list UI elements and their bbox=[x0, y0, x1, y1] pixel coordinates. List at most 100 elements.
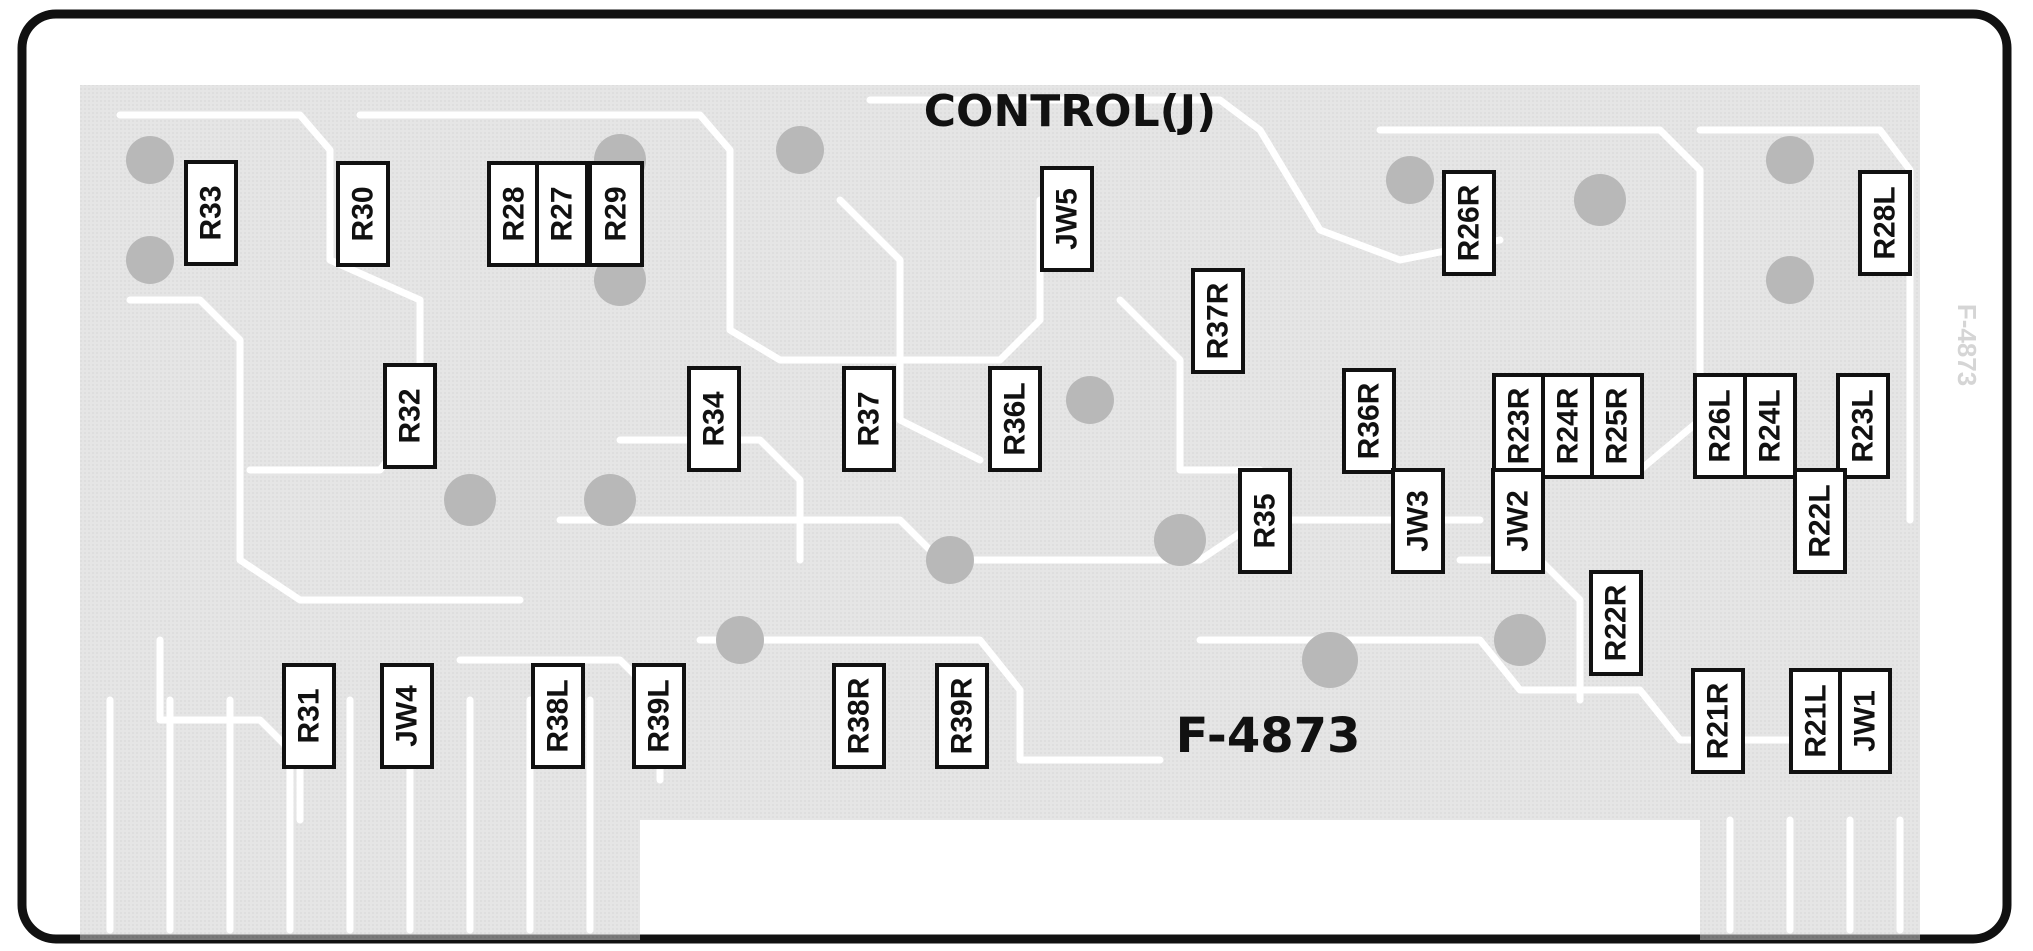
component-label-box bbox=[632, 663, 686, 769]
component-label-r26l: R26L bbox=[1693, 373, 1747, 479]
component-label-box bbox=[535, 161, 589, 267]
component-label-r36l: R36L bbox=[988, 366, 1042, 472]
component-label-box bbox=[383, 363, 437, 469]
component-label-text: R32 bbox=[394, 388, 427, 443]
component-label-text: R38R bbox=[843, 677, 876, 754]
component-label-r24l: R24L bbox=[1743, 373, 1797, 479]
component-label-box bbox=[1342, 368, 1396, 474]
component-label-r37r: R37R bbox=[1191, 268, 1245, 374]
edge-marking: F-4873 bbox=[1952, 304, 1982, 386]
component-label-text: R21R bbox=[1702, 682, 1735, 759]
component-label-r39r: R39R bbox=[935, 663, 989, 769]
component-label-text: R26L bbox=[1704, 389, 1737, 462]
component-label-text: R22L bbox=[1804, 484, 1837, 557]
component-label-text: JW3 bbox=[1402, 490, 1435, 552]
component-label-box bbox=[531, 663, 585, 769]
component-label-jw4: JW4 bbox=[380, 663, 434, 769]
component-label-r28l: R28L bbox=[1858, 170, 1912, 276]
component-label-r32: R32 bbox=[383, 363, 437, 469]
component-label-text: R38L bbox=[542, 679, 575, 752]
component-label-text: R29 bbox=[600, 186, 633, 241]
component-label-text: R36L bbox=[999, 382, 1032, 455]
component-label-jw5: JW5 bbox=[1040, 166, 1094, 272]
component-label-text: JW5 bbox=[1051, 188, 1084, 250]
component-label-text: JW4 bbox=[391, 685, 424, 747]
component-label-text: R24L bbox=[1754, 389, 1787, 462]
component-label-text: JW1 bbox=[1849, 690, 1882, 752]
component-label-box bbox=[1691, 668, 1745, 774]
component-label-box bbox=[1040, 166, 1094, 272]
component-label-r38l: R38L bbox=[531, 663, 585, 769]
component-label-text: JW2 bbox=[1502, 490, 1535, 552]
component-label-box bbox=[1858, 170, 1912, 276]
component-label-box bbox=[935, 663, 989, 769]
component-label-box bbox=[336, 161, 390, 267]
component-label-box bbox=[1693, 373, 1747, 479]
component-label-text: R24R bbox=[1552, 387, 1585, 464]
component-label-box bbox=[842, 366, 896, 472]
component-label-r24r: R24R bbox=[1541, 373, 1595, 479]
component-label-jw2: JW2 bbox=[1491, 468, 1545, 574]
component-label-text: R23R bbox=[1503, 387, 1536, 464]
component-label-text: R30 bbox=[347, 186, 380, 241]
component-label-text: R36R bbox=[1353, 382, 1386, 459]
component-label-text: R28 bbox=[498, 186, 531, 241]
board-title: CONTROL(J) bbox=[924, 86, 1216, 137]
component-label-box bbox=[1836, 373, 1890, 479]
component-label-r31: R31 bbox=[282, 663, 336, 769]
component-label-jw3: JW3 bbox=[1391, 468, 1445, 574]
component-label-text: R28L bbox=[1869, 186, 1902, 259]
component-label-r34: R34 bbox=[687, 366, 741, 472]
component-label-text: R25R bbox=[1601, 387, 1634, 464]
component-label-r33: R33 bbox=[184, 160, 238, 266]
component-label-text: R27 bbox=[546, 186, 579, 241]
component-label-text: R21L bbox=[1800, 684, 1833, 757]
component-label-r25r: R25R bbox=[1590, 373, 1644, 479]
component-label-text: R35 bbox=[1249, 493, 1282, 548]
component-label-box bbox=[1590, 373, 1644, 479]
component-label-r39l: R39L bbox=[632, 663, 686, 769]
component-label-box bbox=[1793, 468, 1847, 574]
component-label-r21r: R21R bbox=[1691, 668, 1745, 774]
component-label-r36r: R36R bbox=[1342, 368, 1396, 474]
component-label-r27: R27 bbox=[535, 161, 589, 267]
component-label-box bbox=[1442, 170, 1496, 276]
component-label-box bbox=[1491, 468, 1545, 574]
component-label-box bbox=[380, 663, 434, 769]
component-label-r22r: R22R bbox=[1589, 570, 1643, 676]
component-label-text: R26R bbox=[1453, 184, 1486, 261]
component-label-text: R37 bbox=[853, 391, 886, 446]
component-label-text: R31 bbox=[293, 688, 326, 743]
component-label-r30: R30 bbox=[336, 161, 390, 267]
component-label-r28: R28 bbox=[487, 161, 541, 267]
component-label-r38r: R38R bbox=[832, 663, 886, 769]
component-label-box bbox=[832, 663, 886, 769]
component-label-r23r: R23R bbox=[1492, 373, 1546, 479]
component-label-r29: R29 bbox=[588, 161, 644, 267]
component-label-box bbox=[1838, 668, 1892, 774]
component-label-r21l: R21L bbox=[1789, 668, 1843, 774]
component-label-box bbox=[588, 161, 644, 267]
component-label-box bbox=[184, 160, 238, 266]
component-label-text: R22R bbox=[1600, 584, 1633, 661]
part-number: F-4873 bbox=[1176, 708, 1361, 764]
component-label-text: R39L bbox=[643, 679, 676, 752]
component-label-box bbox=[1589, 570, 1643, 676]
component-label-box bbox=[687, 366, 741, 472]
solder-pads bbox=[126, 126, 1814, 688]
component-label-r26r: R26R bbox=[1442, 170, 1496, 276]
component-label-box bbox=[1541, 373, 1595, 479]
component-label-r35: R35 bbox=[1238, 468, 1292, 574]
component-label-box bbox=[282, 663, 336, 769]
component-label-text: R34 bbox=[698, 391, 731, 446]
component-label-r37: R37 bbox=[842, 366, 896, 472]
component-label-jw1: JW1 bbox=[1838, 668, 1892, 774]
component-label-box bbox=[1191, 268, 1245, 374]
component-label-r22l: R22L bbox=[1793, 468, 1847, 574]
component-label-text: R23L bbox=[1847, 389, 1880, 462]
component-label-box bbox=[1789, 668, 1843, 774]
component-label-box bbox=[1238, 468, 1292, 574]
component-label-box bbox=[1391, 468, 1445, 574]
